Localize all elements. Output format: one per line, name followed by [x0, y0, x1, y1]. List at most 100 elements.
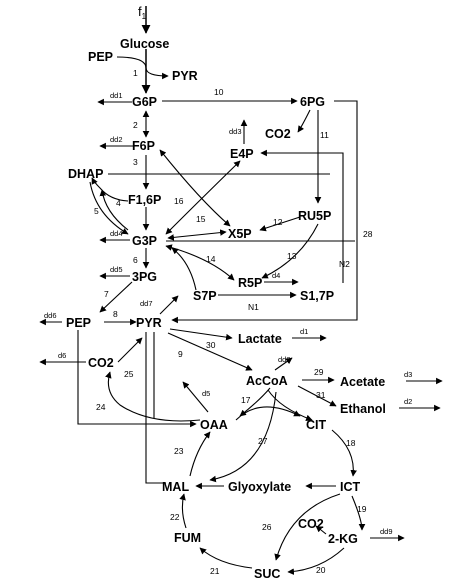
- edge-r13: [261, 223, 319, 279]
- edge-r7: [99, 281, 133, 313]
- edge-r23: [189, 431, 211, 477]
- metabolite-mal: MAL: [162, 480, 189, 494]
- reaction-label-20: 20: [316, 565, 326, 575]
- metabolite-ict: ICT: [340, 480, 361, 494]
- reaction-label-15: 15: [196, 214, 206, 224]
- edge-r16: [159, 149, 231, 227]
- reaction-label-6: 6: [133, 255, 138, 265]
- metabolite-glyoxylate: Glyoxylate: [228, 480, 291, 494]
- reaction-label-19: 19: [357, 504, 367, 514]
- reaction-label-29: 29: [314, 367, 324, 377]
- reaction-label-8: 8: [113, 309, 118, 319]
- metabolite-g6p: G6P: [132, 95, 157, 109]
- reaction-label-24: 24: [96, 402, 106, 412]
- drain-label-dd6: dd6: [44, 311, 57, 320]
- edge-r27: [209, 391, 277, 483]
- drain-label-d4: d4: [272, 271, 280, 280]
- edge-r5: [89, 181, 129, 235]
- edge-pep-down: [77, 330, 197, 428]
- metabolite-accoa: AcCoA: [246, 374, 288, 388]
- reaction-label-18: 18: [346, 438, 356, 448]
- metabolite-s7p: S7P: [193, 289, 217, 303]
- metabolite-lactate: Lactate: [238, 332, 282, 346]
- edge-r31: [297, 385, 337, 407]
- edge-r19: [351, 495, 366, 531]
- reaction-labels: 1 2 3 4 5 6 7 8 9 10 11 12 13 14 15 16 1…: [94, 68, 373, 576]
- reaction-label-16: 16: [174, 196, 184, 206]
- reaction-label-31: 31: [316, 390, 326, 400]
- reaction-label-22: 22: [170, 512, 180, 522]
- drain-label-d2: d2: [404, 397, 412, 406]
- reaction-label-3: 3: [133, 157, 138, 167]
- edge-r5b: [99, 189, 129, 231]
- reaction-label-12: 12: [273, 217, 283, 227]
- metabolite-3pg: 3PG: [132, 270, 157, 284]
- reaction-label-4: 4: [116, 198, 121, 208]
- edge-r9: [167, 332, 253, 371]
- metabolite-dhap: DHAP: [68, 167, 103, 181]
- metabolite-pyr-top: PYR: [172, 69, 198, 83]
- metabolite-labels: f1 Glucose PEP PYR G6P 6PG F6P CO2 E4P D…: [66, 4, 386, 581]
- drain-labels: dd1 dd2 dd3 dd4 dd5 dd6 dd7 dd8 dd9 d1 d…: [44, 91, 412, 536]
- metabolite-f16p: F1,6P: [128, 193, 161, 207]
- drain-label-dd4: dd4: [110, 229, 123, 238]
- edge-accoa-cit: [267, 389, 313, 422]
- reaction-label-17: 17: [241, 395, 251, 405]
- drain-dd8-arrow: [274, 357, 293, 371]
- metabolite-co2-ppp: CO2: [265, 127, 291, 141]
- edge-co2-pyr: [117, 337, 143, 363]
- drain-label-d5: d5: [202, 389, 210, 398]
- metabolite-glucose: Glucose: [120, 37, 169, 51]
- reaction-label-23: 23: [174, 446, 184, 456]
- reaction-label-2: 2: [133, 120, 138, 130]
- metabolite-acetate: Acetate: [340, 375, 385, 389]
- metabolite-f6p: F6P: [132, 139, 155, 153]
- metabolite-pep: PEP: [66, 316, 91, 330]
- metabolite-co2-left: CO2: [88, 356, 114, 370]
- edge-n2: [260, 149, 344, 283]
- drain-label-dd7: dd7: [140, 299, 153, 308]
- flux-in-label: f1: [138, 4, 147, 21]
- edge-x5p-g3p: [167, 229, 227, 241]
- metabolite-ethanol: Ethanol: [340, 402, 386, 416]
- drain-label-dd8: dd8: [278, 355, 291, 364]
- edge-r4: [91, 177, 129, 202]
- drain-label-d3: d3: [404, 370, 412, 379]
- reaction-label-28: 28: [363, 229, 373, 239]
- edge-r24: [105, 371, 201, 422]
- edge-r21: [199, 547, 253, 569]
- edge-r28: [171, 100, 358, 324]
- reaction-edges: [39, 6, 443, 575]
- reaction-label-13: 13: [287, 251, 297, 261]
- reaction-label-21: 21: [210, 566, 220, 576]
- reaction-label-9: 9: [178, 349, 183, 359]
- edge-r14b: [171, 247, 197, 291]
- reaction-label-5: 5: [94, 206, 99, 216]
- reaction-label-n1: N1: [248, 302, 259, 312]
- edge-r15: [165, 160, 241, 235]
- edge-oaa-cit: [235, 406, 301, 421]
- reaction-label-1: 1: [133, 68, 138, 78]
- metabolite-cit: CIT: [306, 418, 327, 432]
- metabolite-fum: FUM: [174, 531, 201, 545]
- drain-label-dd2: dd2: [110, 135, 123, 144]
- reaction-label-14: 14: [206, 254, 216, 264]
- metabolite-suc: SUC: [254, 567, 280, 581]
- metabolite-s17p: S1,7P: [300, 289, 334, 303]
- reaction-label-10: 10: [214, 87, 224, 97]
- reaction-label-27: 27: [258, 436, 268, 446]
- metabolite-g3p: G3P: [132, 234, 157, 248]
- metabolite-r5p: R5P: [238, 276, 262, 290]
- drain-label-dd5: dd5: [110, 265, 123, 274]
- edge-r12: [259, 216, 301, 232]
- drain-label-dd3: dd3: [229, 127, 242, 136]
- edge-r22: [179, 493, 187, 529]
- edge-r26: [274, 493, 341, 561]
- edge-r30: [169, 328, 233, 341]
- edge-r18: [331, 429, 357, 477]
- edge-pep-pyr-top: [116, 56, 169, 80]
- metabolite-pyr: PYR: [136, 316, 162, 330]
- drain-d5-arrow: [182, 381, 209, 413]
